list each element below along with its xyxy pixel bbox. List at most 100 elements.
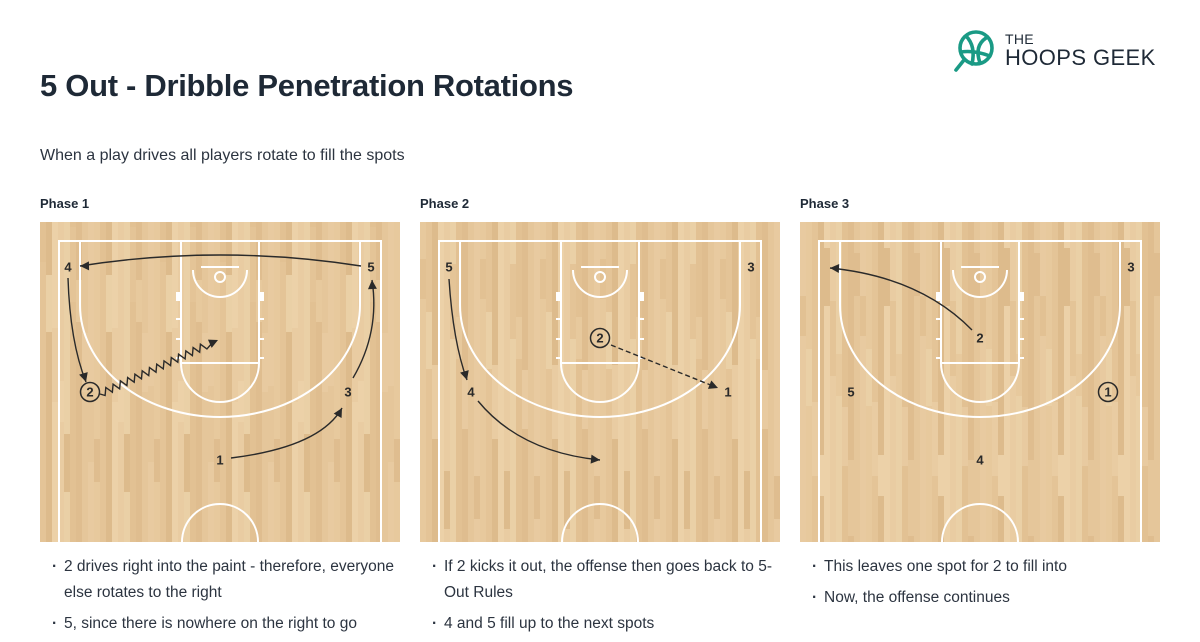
player-2: 2 xyxy=(976,331,983,346)
logo-line-the: THE xyxy=(1005,30,1034,47)
ball-handler-ring xyxy=(79,381,101,403)
cut-path xyxy=(352,279,375,379)
center-circle xyxy=(181,503,259,542)
player-1: 1 xyxy=(216,453,223,468)
court-floor xyxy=(800,222,1160,542)
court-lines xyxy=(818,240,1142,542)
arrow-head xyxy=(333,408,342,419)
player-5: 5 xyxy=(367,260,374,275)
player-label: 3 xyxy=(344,385,351,400)
player-5: 5 xyxy=(847,385,854,400)
player-label: 2 xyxy=(86,385,93,400)
player-4: 4 xyxy=(976,453,984,468)
player-5: 5 xyxy=(445,260,452,275)
lane-block xyxy=(639,292,644,301)
paint-lane xyxy=(180,241,260,364)
phase-label: Phase 1 xyxy=(40,196,90,211)
lane-block xyxy=(936,292,941,301)
cut-path xyxy=(477,400,601,461)
court-boundary xyxy=(818,240,1142,542)
court-floor xyxy=(40,222,400,542)
player-label: 1 xyxy=(724,385,731,400)
cut-path xyxy=(829,267,973,331)
arrow-head xyxy=(590,454,600,464)
basketball-icon xyxy=(954,30,994,72)
player-2: 2 xyxy=(589,327,611,349)
pass-path xyxy=(610,344,714,387)
logo-line-name: HOOPS GEEK xyxy=(1005,44,1156,70)
arrow-head xyxy=(367,280,377,290)
three-point-line xyxy=(79,241,361,418)
phase-2-panel: Phase 2 5 3 2 4 1 If 2 kicks it out, the off… xyxy=(420,196,780,642)
player-label: 5 xyxy=(367,260,374,275)
restricted-area xyxy=(572,269,628,298)
court-diagram: 5 3 2 4 1 xyxy=(420,222,780,542)
player-3: 3 xyxy=(1127,260,1134,275)
center-circle xyxy=(941,503,1019,542)
center-circle xyxy=(561,503,639,542)
paint-lane xyxy=(940,241,1020,364)
court-lines xyxy=(58,240,382,542)
phase-3-panel: Phase 3 3 2 5 1 4 This leaves one spot for 2… xyxy=(800,196,1160,616)
court-boundary xyxy=(438,240,762,542)
player-4: 4 xyxy=(64,260,72,275)
rim xyxy=(214,271,226,283)
court-diagram: 4 5 2 3 1 xyxy=(40,222,400,542)
rim xyxy=(974,271,986,283)
note-item: Now, the offense continues xyxy=(800,585,1160,611)
player-3: 3 xyxy=(344,385,351,400)
note-item: 2 drives right into the paint - therefor… xyxy=(40,554,400,606)
restricted-area xyxy=(952,269,1008,298)
lane-block xyxy=(556,292,561,301)
ball-handler-ring xyxy=(589,327,611,349)
note-item: 5, since there is nowhere on the right t… xyxy=(40,611,400,637)
player-label: 2 xyxy=(596,331,603,346)
page-title: 5 Out - Dribble Penetration Rotations xyxy=(40,68,574,103)
phase-notes: This leaves one spot for 2 to fill into … xyxy=(800,554,1160,611)
player-1: 1 xyxy=(724,385,731,400)
phase-notes: 2 drives right into the paint - therefor… xyxy=(40,554,400,637)
lane-block xyxy=(176,292,181,301)
court-floor xyxy=(420,222,780,542)
phase-1-panel: Phase 1 4 5 2 3 1 2 drives right into the pa… xyxy=(40,196,400,642)
player-label: 4 xyxy=(976,453,984,468)
player-1: 1 xyxy=(1097,381,1119,403)
arrow-head xyxy=(207,339,218,348)
three-point-line xyxy=(459,241,741,418)
phase-label: Phase 3 xyxy=(800,196,850,211)
player-label: 3 xyxy=(1127,260,1134,275)
cut-path xyxy=(230,407,343,459)
phase-label: Phase 2 xyxy=(420,196,470,211)
dribble-path xyxy=(99,342,214,397)
cut-path xyxy=(79,254,362,267)
player-label: 5 xyxy=(847,385,854,400)
arrow-head xyxy=(830,263,840,273)
paint-lane xyxy=(560,241,640,364)
free-throw-circle xyxy=(180,362,260,403)
player-3: 3 xyxy=(747,260,754,275)
movement-lines xyxy=(829,267,973,331)
three-point-line xyxy=(839,241,1121,418)
free-throw-circle xyxy=(560,362,640,403)
note-item: This leaves one spot for 2 to fill into xyxy=(800,554,1160,580)
ball-handler-ring xyxy=(1097,381,1119,403)
player-label: 1 xyxy=(1104,385,1111,400)
brand-logo[interactable]: THE HOOPS GEEK xyxy=(952,28,1156,72)
free-throw-circle xyxy=(940,362,1020,403)
player-label: 2 xyxy=(976,331,983,346)
arrow-head xyxy=(460,370,469,380)
note-item: 4 and 5 fill up to the next spots xyxy=(420,611,780,637)
movement-lines xyxy=(67,254,375,459)
arrow-head xyxy=(707,380,718,389)
note-item: If 2 kicks it out, the offense then goes… xyxy=(420,554,780,606)
player-label: 5 xyxy=(445,260,452,275)
court-diagram: 3 2 5 1 4 xyxy=(800,222,1160,542)
lane-block xyxy=(1019,292,1024,301)
player-4: 4 xyxy=(467,385,475,400)
phase-notes: If 2 kicks it out, the offense then goes… xyxy=(420,554,780,637)
player-label: 3 xyxy=(747,260,754,275)
arrow-head xyxy=(80,261,90,271)
player-label: 4 xyxy=(64,260,72,275)
restricted-area xyxy=(192,269,248,298)
rim xyxy=(594,271,606,283)
